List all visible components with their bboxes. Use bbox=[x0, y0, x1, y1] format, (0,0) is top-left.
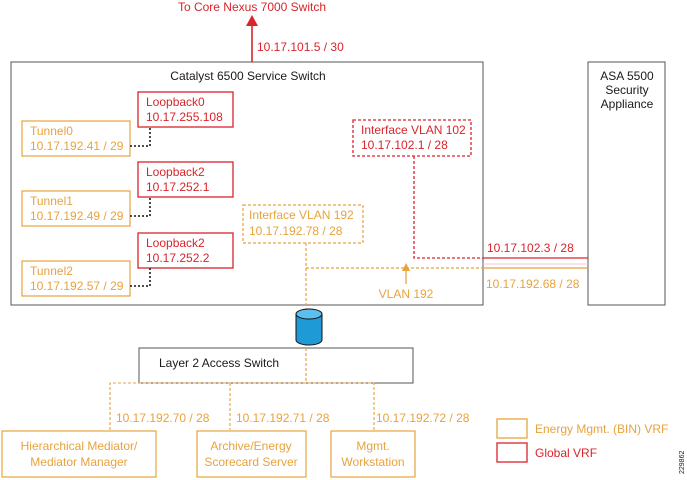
core-uplink bbox=[246, 15, 258, 62]
tunnel2-box bbox=[21, 260, 131, 297]
host0-box bbox=[1, 430, 157, 478]
tunnel0-name: Tunnel0 bbox=[30, 124, 73, 138]
catalyst-title: Catalyst 6500 Service Switch bbox=[170, 69, 325, 83]
core-uplink-ip: 10.17.101.5 / 30 bbox=[257, 40, 344, 54]
loopback2-box bbox=[137, 232, 234, 269]
vlan102-name: Interface VLAN 102 bbox=[361, 123, 466, 137]
access-switch-title: Layer 2 Access Switch bbox=[159, 356, 279, 370]
tunnel0-box bbox=[21, 120, 131, 157]
loopback0-name: Loopback0 bbox=[146, 95, 205, 109]
host1-ip: 10.17.192.71 / 28 bbox=[236, 411, 330, 425]
tunnel-loopback-connectors bbox=[130, 127, 151, 287]
host-drops bbox=[109, 382, 375, 430]
loopback2-ip: 10.17.252.2 bbox=[146, 251, 210, 265]
host1-box bbox=[196, 430, 307, 478]
switch-cylinder-icon bbox=[295, 308, 323, 346]
host1-line1: Archive/Energy bbox=[210, 439, 291, 453]
legend-bin-swatch bbox=[496, 418, 528, 439]
tunnel1-ip: 10.17.192.49 / 29 bbox=[30, 209, 124, 223]
tunnel2-ip: 10.17.192.57 / 29 bbox=[30, 279, 124, 293]
host2-ip: 10.17.192.72 / 28 bbox=[376, 411, 470, 425]
legend-bin-label: Energy Mgmt. (BIN) VRF bbox=[535, 422, 668, 436]
tunnel0-ip: 10.17.192.41 / 29 bbox=[30, 139, 124, 153]
host0-line2: Mediator Manager bbox=[30, 455, 127, 469]
loopback1-ip: 10.17.252.1 bbox=[146, 180, 210, 194]
vlan192-label: VLAN 192 bbox=[379, 287, 434, 301]
global-link bbox=[413, 156, 588, 259]
loopback1-box bbox=[137, 161, 234, 198]
host0-line1: Hierarchical Mediator/ bbox=[21, 439, 138, 453]
legend-global-label: Global VRF bbox=[535, 446, 597, 460]
vlan192-box bbox=[242, 204, 364, 244]
vlan102-ip: 10.17.102.1 / 28 bbox=[361, 138, 448, 152]
vlan102-box bbox=[352, 119, 472, 157]
legend-global-swatch bbox=[496, 442, 528, 463]
loopback0-box bbox=[137, 91, 234, 128]
vlan192-ip: 10.17.192.78 / 28 bbox=[249, 224, 343, 238]
loopback0-ip: 10.17.255.108 bbox=[146, 110, 223, 124]
access-switch-box bbox=[138, 347, 414, 384]
figure-id: 229862 bbox=[679, 451, 686, 474]
host2-line2: Workstation bbox=[341, 455, 404, 469]
vlan192-name: Interface VLAN 192 bbox=[249, 208, 354, 222]
tunnel1-name: Tunnel1 bbox=[30, 194, 73, 208]
tunnel1-box bbox=[21, 190, 131, 227]
asa-global-ip: 10.17.102.3 / 28 bbox=[487, 241, 574, 255]
catalyst-box bbox=[10, 61, 484, 306]
asa-label-line3: Appliance bbox=[601, 97, 654, 111]
asa-bin-ip: 10.17.192.68 / 28 bbox=[486, 277, 580, 291]
tunnel2-name: Tunnel2 bbox=[30, 264, 73, 278]
asa-label-line1: ASA 5500 bbox=[600, 69, 654, 83]
core-uplink-label: To Core Nexus 7000 Switch bbox=[178, 0, 326, 14]
loopback2-name: Loopback2 bbox=[146, 236, 205, 250]
host0-ip: 10.17.192.70 / 28 bbox=[116, 411, 210, 425]
asa-box bbox=[587, 61, 666, 306]
asa-label-line2: Security bbox=[605, 83, 648, 97]
vlan192-arrow bbox=[402, 263, 410, 284]
host2-line1: Mgmt. bbox=[356, 439, 389, 453]
host2-box bbox=[330, 430, 416, 478]
host1-line2: Scorecard Server bbox=[204, 455, 297, 469]
loopback1-name: Loopback2 bbox=[146, 165, 205, 179]
